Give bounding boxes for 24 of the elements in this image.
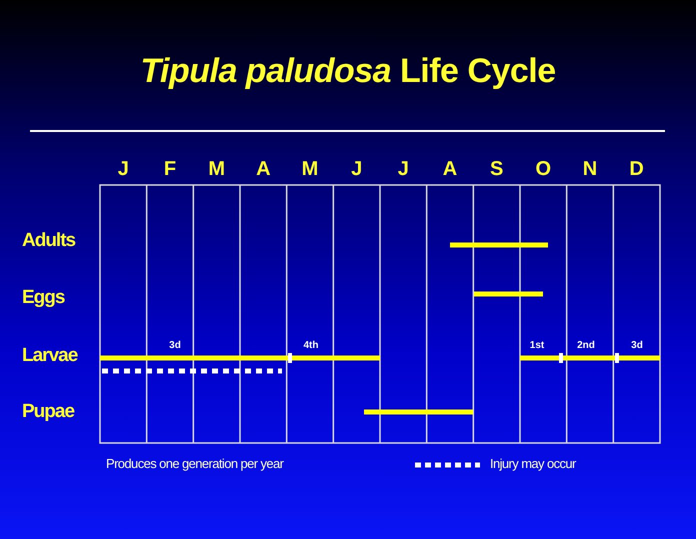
month-label: N xyxy=(582,158,598,181)
month-label: J xyxy=(116,158,130,181)
month-label: A xyxy=(442,158,458,181)
instar-label: 3d xyxy=(168,340,182,351)
footnote: Produces one generation per year xyxy=(106,456,284,471)
stage-label: Adults xyxy=(22,230,76,252)
instar-label: 3d xyxy=(630,340,644,351)
stage-label: Larvae xyxy=(22,345,78,367)
month-label: M xyxy=(300,158,320,181)
month-label: D xyxy=(628,158,645,181)
month-label: A xyxy=(255,158,272,181)
chart-title: Tipula paludosa Life Cycle xyxy=(139,52,557,91)
instar-label: 1st xyxy=(528,340,546,351)
stage-label: Eggs xyxy=(22,287,64,309)
month-label: J xyxy=(396,158,410,181)
instar-label: 4th xyxy=(302,340,320,351)
month-label: S xyxy=(488,158,504,181)
instar-label: 2nd xyxy=(576,340,596,351)
month-label: F xyxy=(162,158,178,181)
month-label: M xyxy=(207,158,226,181)
month-label: O xyxy=(534,158,552,181)
stage-label: Pupae xyxy=(22,401,74,423)
month-label: J xyxy=(350,158,364,181)
legend-label: Injury may occur xyxy=(490,456,576,471)
